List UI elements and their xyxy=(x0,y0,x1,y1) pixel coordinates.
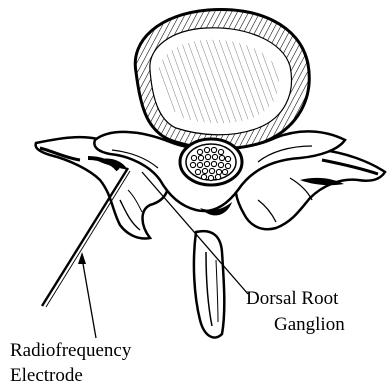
electrode-label-line2: Electrode xyxy=(10,365,83,386)
ganglion-label-line2: Ganglion xyxy=(274,314,345,335)
spinal-canal xyxy=(180,139,242,185)
ganglion-label-line1: Dorsal Root xyxy=(246,288,339,309)
vertebral-body xyxy=(135,9,309,148)
spinous-process xyxy=(194,231,224,337)
electrode-leader-line xyxy=(82,258,96,338)
electrode-label-line1: Radiofrequency xyxy=(10,340,132,361)
